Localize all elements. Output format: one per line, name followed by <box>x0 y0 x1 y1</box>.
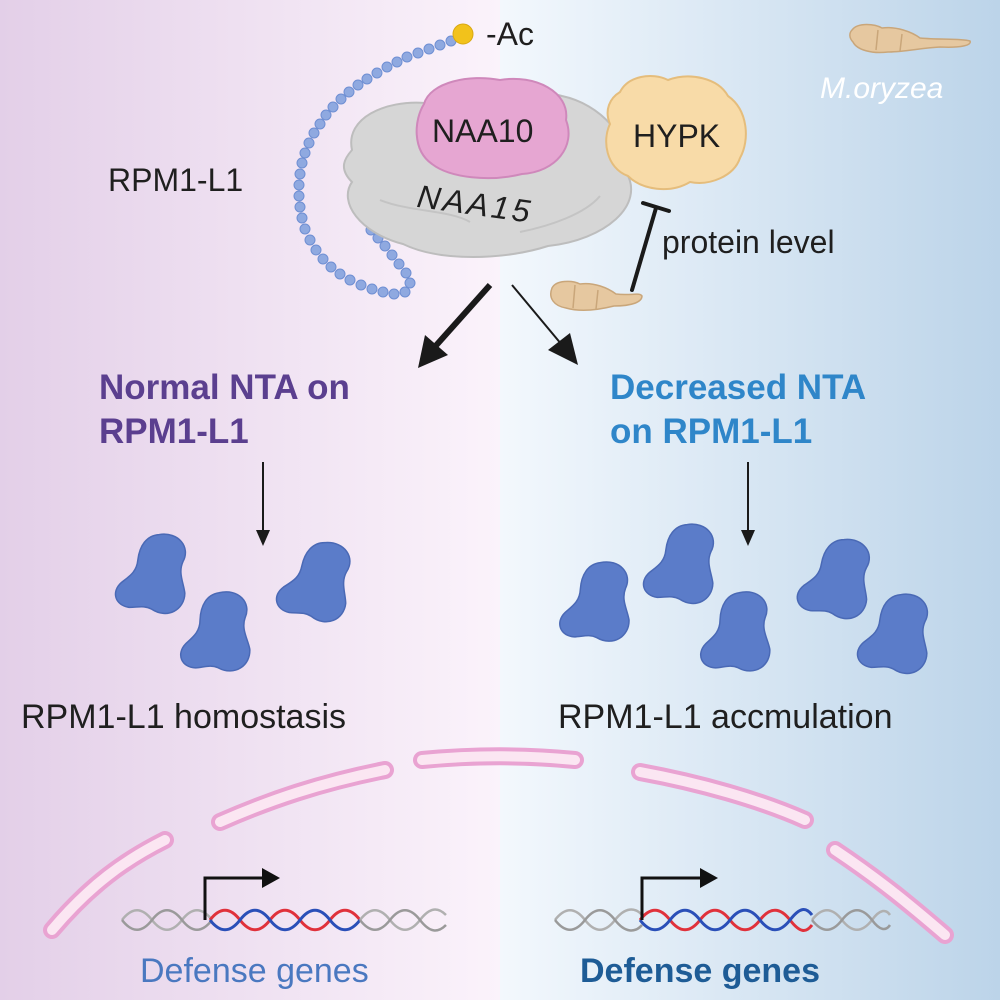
naa10-subunit <box>415 77 570 180</box>
rpm1-label: RPM1-L1 <box>108 162 244 198</box>
nuclear-envelope <box>43 747 954 944</box>
dna-helix-left <box>121 908 447 932</box>
right-heading-line2: on RPM1-L1 <box>610 412 813 451</box>
down-arrow-left <box>256 462 270 546</box>
hypk-label: HYPK <box>633 118 721 154</box>
right-heading-line1: Decreased NTA <box>610 368 867 407</box>
transcription-start-arrow-left <box>203 868 280 920</box>
left-heading-line1: Normal NTA on <box>99 368 350 407</box>
naa15-texture <box>379 195 601 233</box>
fungus-icon-middle <box>550 280 643 311</box>
fungus-icon-top <box>849 23 971 54</box>
branch-arrow-left <box>418 283 493 368</box>
protein-level-label: protein level <box>662 224 835 260</box>
species-label: M.oryzea <box>820 72 944 105</box>
right-outcome-label: RPM1-L1 accmulation <box>558 698 893 736</box>
left-heading-line2: RPM1-L1 <box>99 412 249 451</box>
branch-arrow-right <box>511 284 578 365</box>
rpm1-peptide-chain <box>293 31 468 300</box>
acetyl-label: -Ac <box>486 16 534 52</box>
right-defense-genes-label: Defense genes <box>580 952 820 990</box>
left-defense-genes-label: Defense genes <box>140 952 369 990</box>
dna-helix-right <box>554 908 892 932</box>
transcription-start-arrow-right <box>640 868 718 920</box>
left-outcome-label: RPM1-L1 homostasis <box>21 698 347 736</box>
hypk-protein <box>605 75 747 191</box>
naa10-label: NAA10 <box>432 113 534 149</box>
inhibition-symbol <box>630 201 671 292</box>
down-arrow-right <box>741 462 755 546</box>
acetyl-group-icon <box>452 23 474 45</box>
